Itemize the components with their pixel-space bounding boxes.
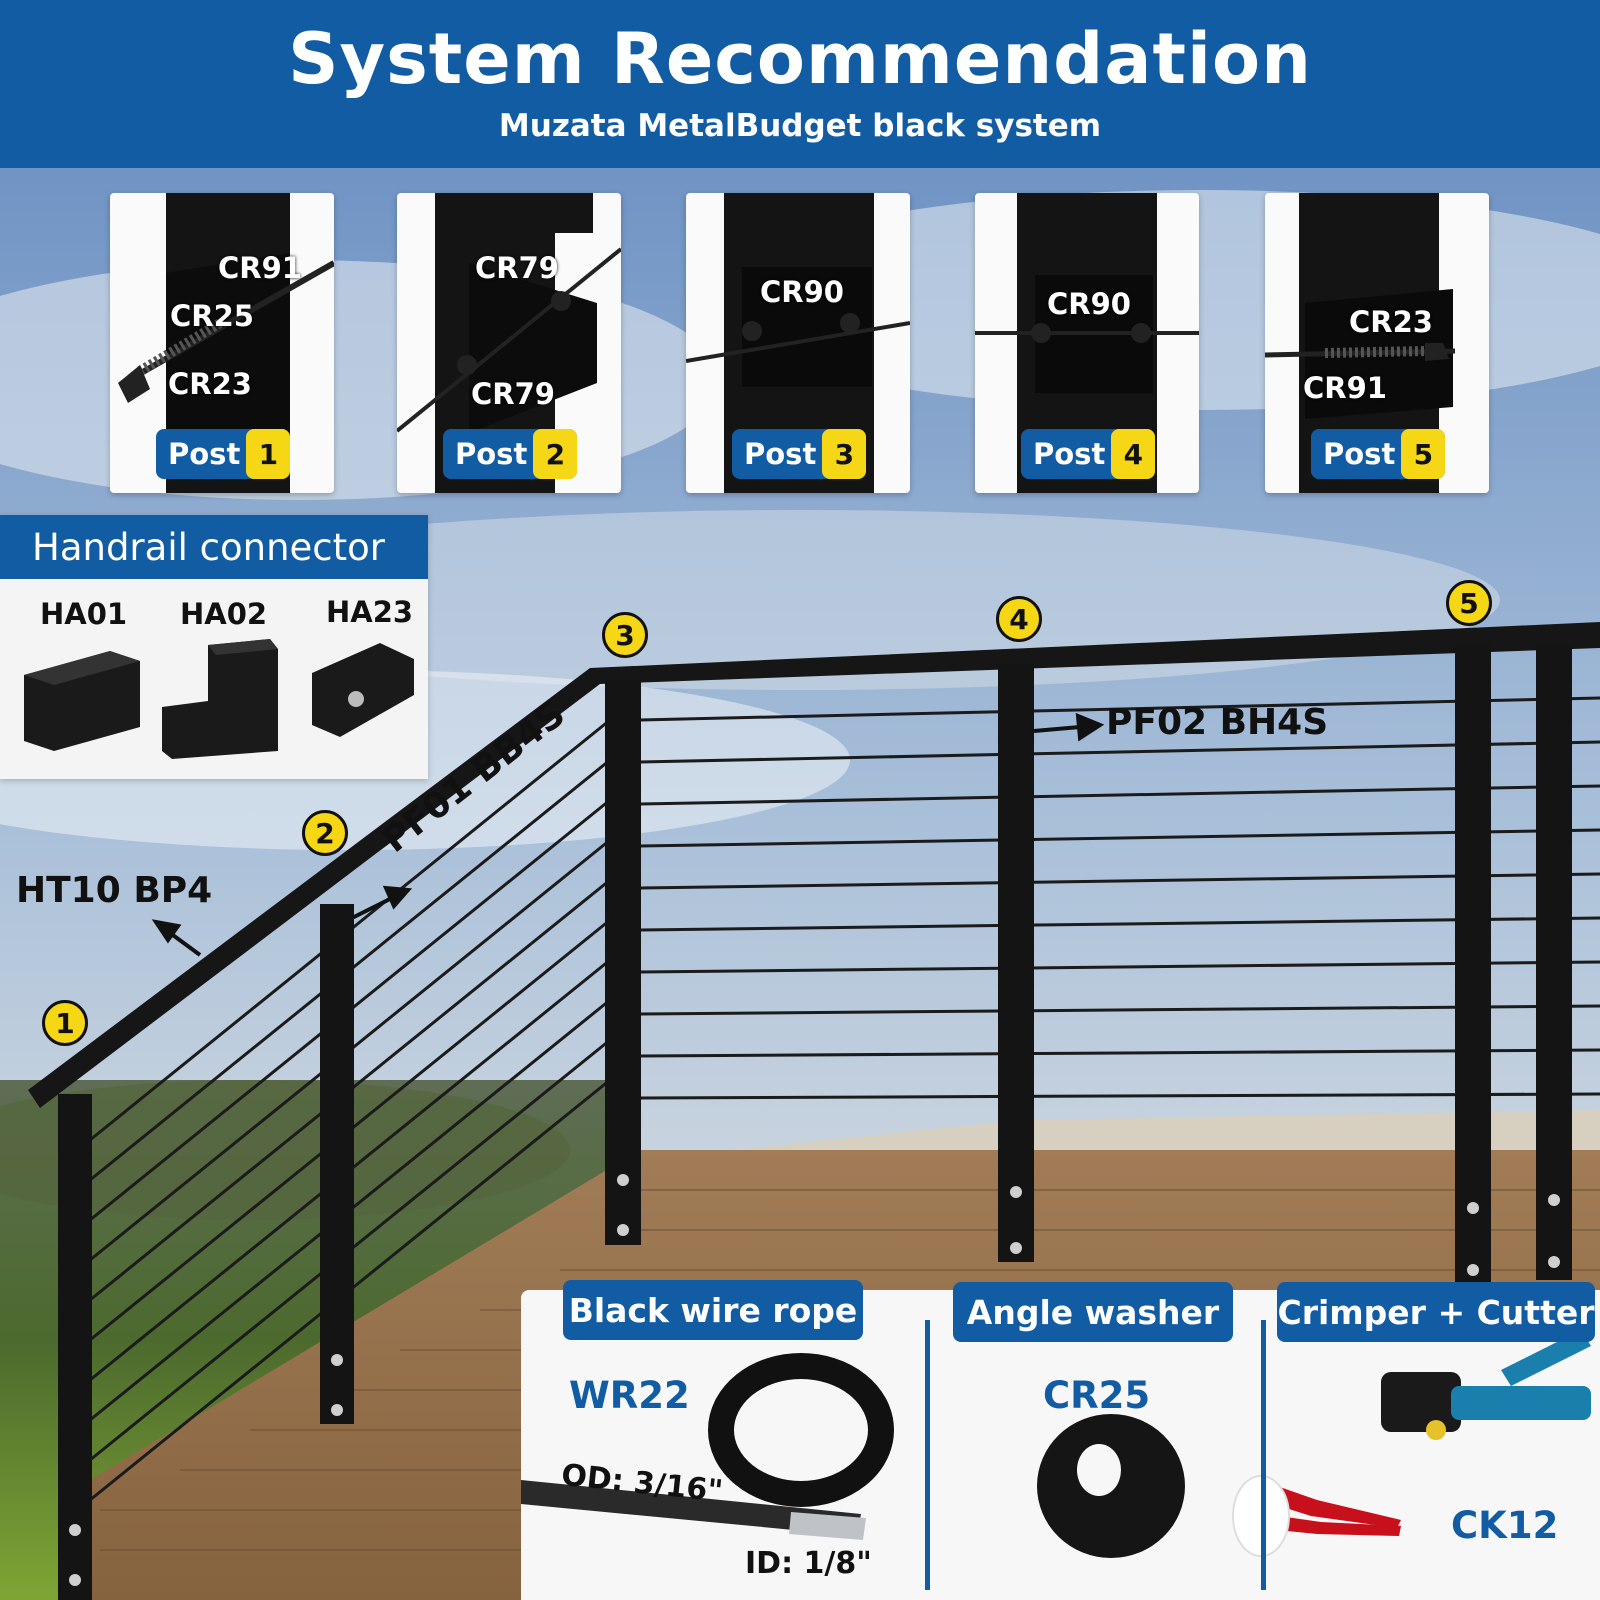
post-marker-5: 5 bbox=[1446, 580, 1492, 626]
post-marker-1: 1 bbox=[42, 1000, 88, 1046]
post-2-badge: Post 2 bbox=[443, 429, 578, 479]
handrail-connector-title: Handrail connector bbox=[0, 515, 428, 579]
post-badge-label: Post bbox=[1033, 437, 1106, 471]
post-card-2: CR79 CR79 Post 2 bbox=[397, 193, 621, 493]
post-marker-3: 3 bbox=[602, 612, 648, 658]
wire-rope-title: Black wire rope bbox=[563, 1280, 863, 1340]
accessories-divider-2 bbox=[1261, 1320, 1266, 1590]
post-1-part-3: CR23 bbox=[168, 367, 252, 401]
post-4-badge: Post 4 bbox=[1021, 429, 1156, 479]
callout-level-post: PF02 BH4S bbox=[1106, 702, 1329, 743]
handrail-item-1: HA01 bbox=[40, 597, 128, 631]
post-2-part-2: CR79 bbox=[471, 377, 555, 411]
post-1-part-2: CR25 bbox=[170, 299, 254, 333]
handrail-connector-panel: Handrail connector HA01 HA02 HA23 bbox=[0, 515, 428, 779]
tools-code: CK12 bbox=[1451, 1504, 1559, 1547]
post-3-badge: Post 3 bbox=[732, 429, 867, 479]
angle-washer-code: CR25 bbox=[1043, 1374, 1151, 1417]
callout-top-rail: HT10 BP4 bbox=[16, 870, 213, 911]
handrail-connector-illustrations bbox=[24, 639, 414, 759]
post-badge-number: 3 bbox=[822, 429, 867, 479]
accessories-divider-1 bbox=[925, 1320, 930, 1590]
post-2-part-1: CR79 bbox=[475, 251, 559, 285]
post-5-part-2: CR91 bbox=[1303, 371, 1387, 405]
post-3-part-1: CR90 bbox=[760, 275, 844, 309]
post-badge-label: Post bbox=[455, 437, 528, 471]
post-badge-number: 1 bbox=[246, 429, 291, 479]
post-card-4: CR90 Post 4 bbox=[975, 193, 1199, 493]
post-badge-label: Post bbox=[1323, 437, 1396, 471]
post-badge-number: 2 bbox=[533, 429, 578, 479]
post-badge-number: 4 bbox=[1111, 429, 1156, 479]
post-marker-4: 4 bbox=[996, 596, 1042, 642]
post-badge-label: Post bbox=[744, 437, 817, 471]
page-subtitle: Muzata MetalBudget black system bbox=[498, 108, 1102, 144]
post-marker-2: 2 bbox=[302, 810, 348, 856]
post-4-part-1: CR90 bbox=[1047, 287, 1131, 321]
handrail-item-3: HA23 bbox=[326, 595, 414, 629]
post-card-3: CR90 Post 3 bbox=[686, 193, 910, 493]
accessories-panel: Black wire rope WR22 OD: 3/16" ID: 1/8" … bbox=[521, 1280, 1600, 1600]
angle-washer-title: Angle washer bbox=[953, 1282, 1233, 1342]
post-5-badge: Post 5 bbox=[1311, 429, 1446, 479]
post-1-part-1: CR91 bbox=[218, 251, 302, 285]
post-card-1: CR91 CR25 CR23 Post 1 bbox=[110, 193, 334, 493]
header-banner: System Recommendation Muzata MetalBudget… bbox=[0, 0, 1600, 168]
post-badge-label: Post bbox=[168, 437, 241, 471]
post-badge-number: 5 bbox=[1401, 429, 1446, 479]
post-card-5: CR23 CR91 Post 5 bbox=[1265, 193, 1489, 493]
post-5-part-1: CR23 bbox=[1349, 305, 1433, 339]
wire-rope-id: ID: 1/8" bbox=[745, 1546, 872, 1581]
handrail-item-2: HA02 bbox=[180, 597, 268, 631]
tools-title: Crimper + Cutter bbox=[1277, 1282, 1595, 1342]
post-1-badge: Post 1 bbox=[156, 429, 291, 479]
page-title: System Recommendation bbox=[288, 18, 1312, 100]
wire-rope-code: WR22 bbox=[569, 1374, 690, 1417]
